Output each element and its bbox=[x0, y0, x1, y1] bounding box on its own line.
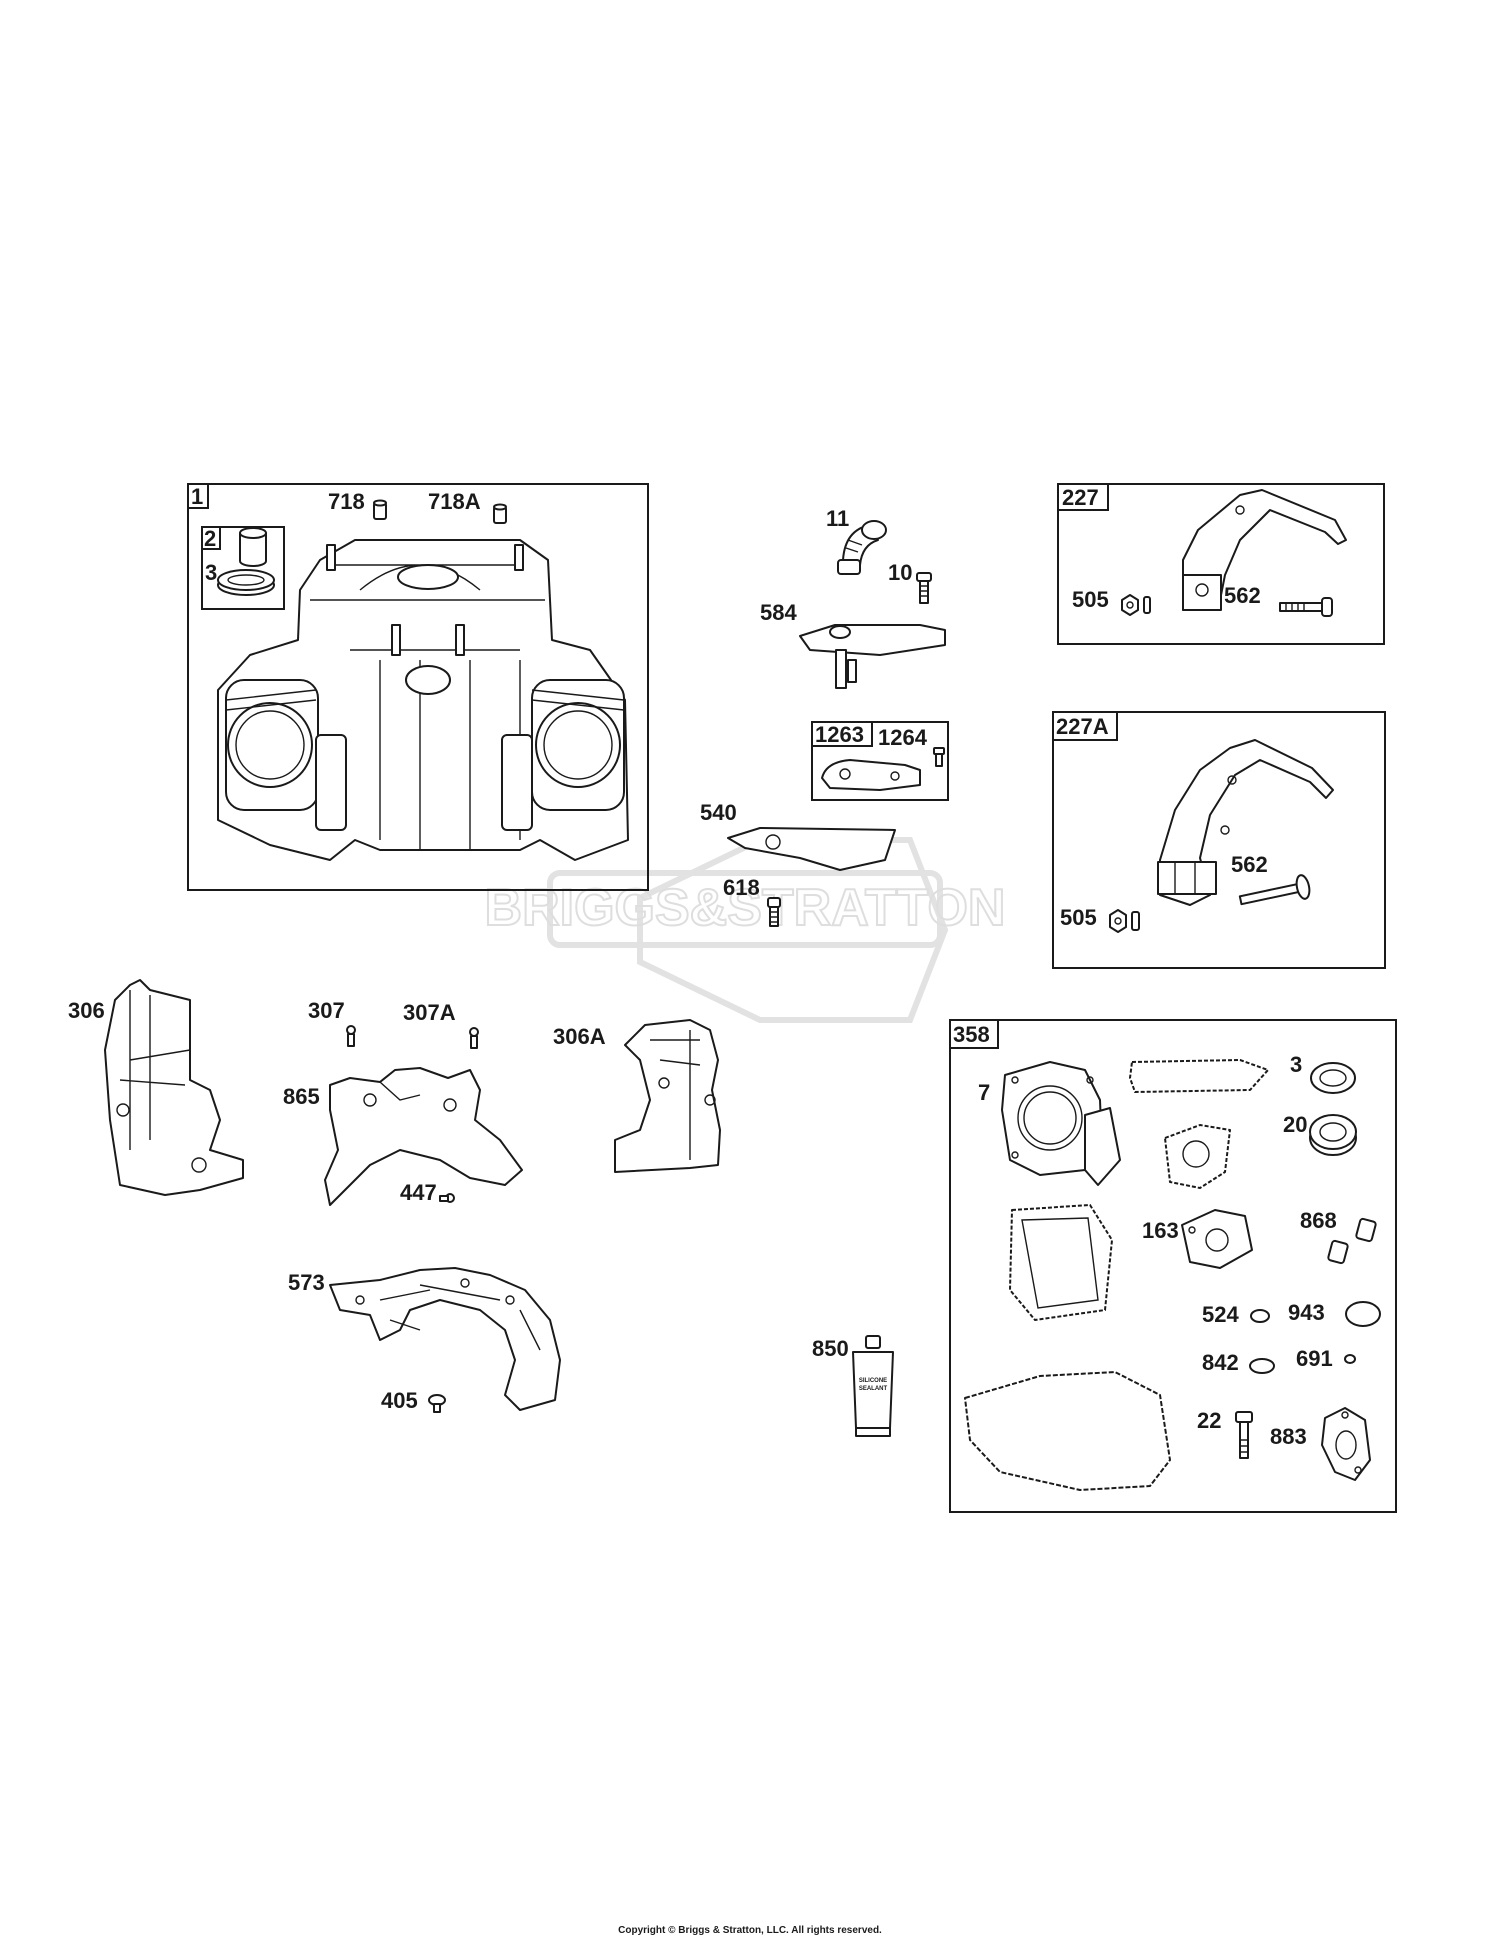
label-562-a: 562 bbox=[1224, 583, 1261, 608]
label-10: 10 bbox=[888, 560, 912, 585]
label-405: 405 bbox=[381, 1388, 418, 1413]
dowel-pin-718a-part bbox=[493, 503, 507, 524]
sealant-label-line2: SEALANT bbox=[859, 1386, 888, 1392]
label-307: 307 bbox=[308, 998, 345, 1023]
label-691: 691 bbox=[1296, 1346, 1333, 1371]
nut-505-b-part bbox=[1109, 909, 1140, 933]
label-7: 7 bbox=[978, 1080, 990, 1105]
label-524: 524 bbox=[1202, 1302, 1239, 1327]
sealant-label-line1: SILICONE bbox=[859, 1378, 887, 1384]
group-label-227: 227 bbox=[1062, 485, 1099, 510]
group-label-1263: 1263 bbox=[815, 722, 864, 747]
watermark-brand: BRIGGS&STRATTON bbox=[485, 879, 1006, 937]
screw-307-part bbox=[346, 1025, 356, 1047]
cylinder-block-part bbox=[217, 539, 629, 861]
group-label-227a: 227A bbox=[1056, 714, 1109, 739]
bracket-227a-part bbox=[1157, 739, 1334, 906]
screw-405-part bbox=[428, 1394, 446, 1413]
baffle-865-part bbox=[324, 1067, 523, 1206]
label-850: 850 bbox=[812, 1336, 849, 1361]
oil-seal-3-part bbox=[1310, 1062, 1356, 1094]
screw-1264-part bbox=[933, 747, 945, 767]
oil-seal-part bbox=[217, 569, 275, 596]
label-3-seal-b: 3 bbox=[1290, 1052, 1302, 1077]
o-ring-842-part bbox=[1249, 1358, 1275, 1374]
valve-seal-868-part bbox=[1327, 1217, 1377, 1265]
label-562-b: 562 bbox=[1231, 852, 1268, 877]
label-883: 883 bbox=[1270, 1424, 1307, 1449]
label-11: 11 bbox=[826, 506, 849, 531]
label-718a: 718A bbox=[428, 489, 481, 514]
intake-gasket-part bbox=[1164, 1124, 1231, 1189]
screw-618-part bbox=[767, 897, 781, 927]
sleeve-bushing-part bbox=[239, 527, 267, 567]
group-227-box: 227 bbox=[1057, 483, 1385, 645]
label-573: 573 bbox=[288, 1270, 325, 1295]
carburetor-gasket-part bbox=[1181, 1209, 1253, 1269]
screw-10-part bbox=[916, 572, 932, 604]
o-ring-691-part bbox=[1344, 1354, 1356, 1364]
label-306a: 306A bbox=[553, 1024, 606, 1049]
label-447: 447 bbox=[400, 1180, 437, 1205]
air-guide-573-part bbox=[329, 1267, 561, 1411]
bolt-562-b-part bbox=[1238, 874, 1311, 906]
label-306: 306 bbox=[68, 998, 105, 1023]
group-label-1: 1 bbox=[191, 484, 203, 509]
bolt-562-a-part bbox=[1279, 597, 1333, 617]
label-22: 22 bbox=[1197, 1408, 1221, 1433]
group-227a-box: 227A bbox=[1052, 711, 1386, 969]
label-1264: 1264 bbox=[878, 725, 928, 750]
label-718: 718 bbox=[328, 489, 365, 514]
base-gasket-part bbox=[1009, 1204, 1113, 1321]
cylinder-shroud-306a-part bbox=[614, 1019, 721, 1173]
briggs-stratton-watermark: BRIGGS&STRATTON bbox=[484, 837, 1006, 1023]
reed-valve-part bbox=[821, 759, 921, 791]
screw-447-part bbox=[439, 1193, 455, 1203]
label-505-a: 505 bbox=[1072, 587, 1109, 612]
label-20: 20 bbox=[1283, 1112, 1307, 1137]
o-ring-524-part bbox=[1250, 1309, 1270, 1323]
head-gasket-part bbox=[1001, 1061, 1121, 1186]
group-1263-box: 1263 bbox=[811, 721, 949, 801]
group-label-2: 2 bbox=[204, 526, 216, 551]
label-3-seal: 3 bbox=[205, 560, 217, 585]
o-ring-943-part bbox=[1345, 1301, 1381, 1327]
label-505-b: 505 bbox=[1060, 905, 1097, 930]
label-618: 618 bbox=[723, 875, 760, 900]
screw-307a-part bbox=[469, 1027, 479, 1049]
label-943: 943 bbox=[1288, 1300, 1325, 1325]
cylinder-shroud-306-part bbox=[104, 979, 244, 1196]
group-label-358: 358 bbox=[953, 1022, 990, 1047]
label-865: 865 bbox=[283, 1084, 320, 1109]
label-163: 163 bbox=[1142, 1218, 1179, 1243]
crankcase-gasket-part bbox=[964, 1371, 1171, 1491]
breather-plate-part bbox=[799, 624, 946, 689]
nut-505-a-part bbox=[1121, 594, 1151, 616]
label-868: 868 bbox=[1300, 1208, 1337, 1233]
oil-seal-20-part bbox=[1309, 1114, 1357, 1156]
spacer-883-part bbox=[1321, 1407, 1371, 1481]
dowel-pin-718-part bbox=[373, 499, 387, 520]
sealant-tube-part: SILICONE SEALANT bbox=[852, 1335, 894, 1437]
label-540: 540 bbox=[700, 800, 737, 825]
label-307a: 307A bbox=[403, 1000, 456, 1025]
bolt-22-part bbox=[1235, 1411, 1253, 1459]
copyright-notice: Copyright © Briggs & Stratton, LLC. All … bbox=[618, 1925, 882, 1936]
label-842: 842 bbox=[1202, 1350, 1239, 1375]
gasket-540-part bbox=[727, 827, 896, 871]
label-584: 584 bbox=[760, 600, 797, 625]
group-1-box: 1 2 bbox=[187, 483, 649, 891]
bracket-227-part bbox=[1182, 489, 1347, 611]
group-358-box: 358 bbox=[949, 1019, 1397, 1513]
breather-tube-part bbox=[837, 520, 887, 575]
valve-cover-gasket-part bbox=[1129, 1059, 1269, 1093]
